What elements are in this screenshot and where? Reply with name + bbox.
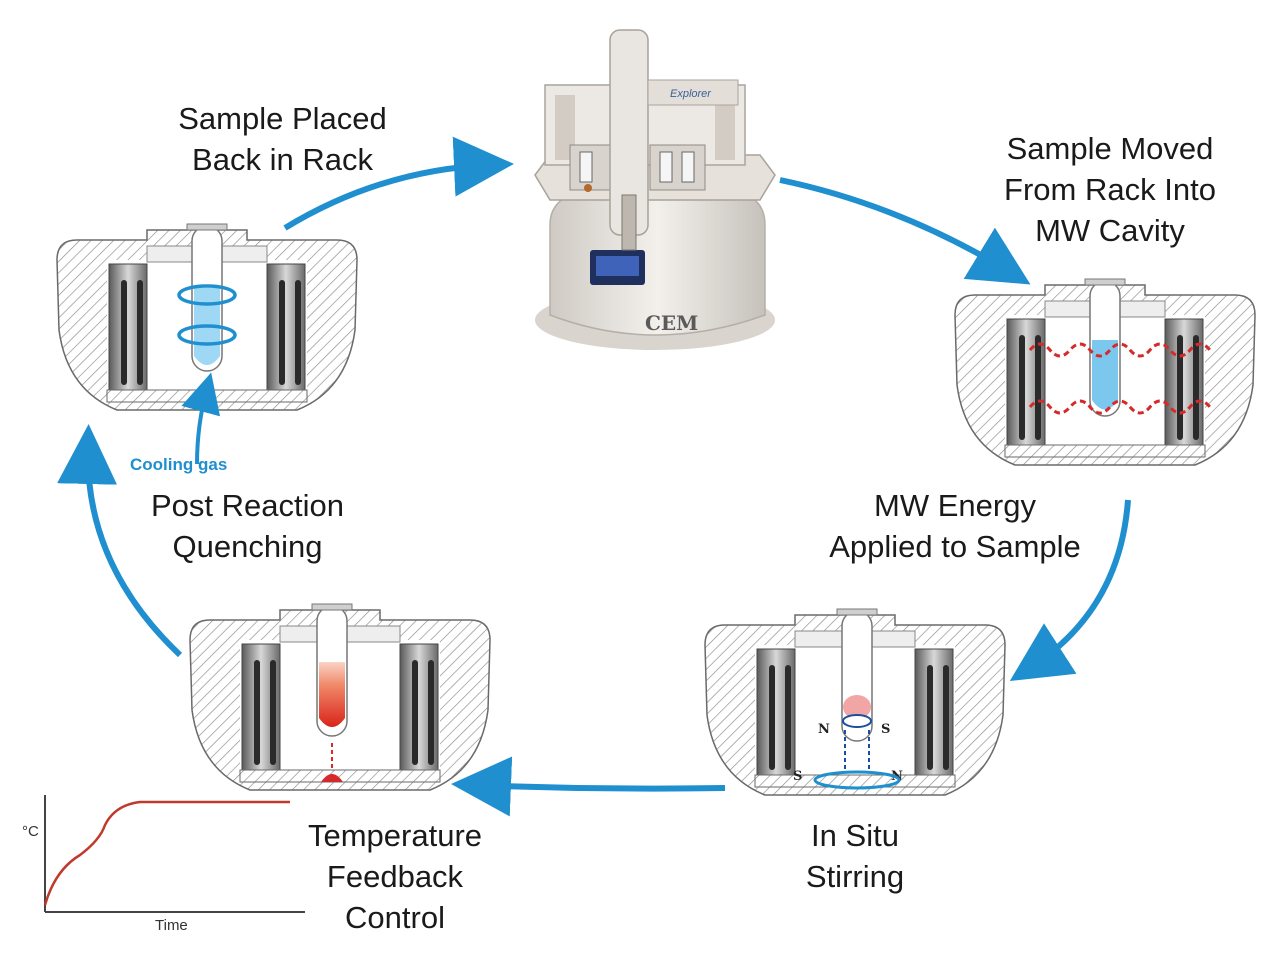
- cavity-mw-energy: [954, 278, 1256, 466]
- arrow-to-cavity: [779, 177, 1031, 285]
- temp-chart-x-label: Time: [155, 917, 188, 934]
- cycle-arrows: [57, 136, 1131, 817]
- microwave-wave-icon: [1028, 342, 1212, 415]
- arrow-to-temperature: [451, 756, 726, 817]
- arrow-to-stirring: [1009, 499, 1131, 682]
- magnet-s-bottom: S: [793, 769, 802, 784]
- cooling-gas-arrow: [181, 372, 221, 465]
- stir-rotation-icon: [813, 770, 901, 790]
- label-energy: MW Energy Applied to Sample: [829, 488, 1081, 564]
- arrow-to-quenching: [57, 424, 183, 658]
- arrow-to-instrument: [283, 136, 514, 231]
- label-temperature: Temperature Feedback Control: [307, 818, 483, 935]
- magnet-s-top: S: [881, 722, 890, 737]
- temperature-chart: °C Time: [22, 795, 305, 934]
- label-stirring: In Situ Stirring: [805, 818, 905, 894]
- temp-chart-y-label: °C: [22, 823, 39, 840]
- cooling-gas-label: Cooling gas: [130, 455, 228, 474]
- label-placed-back: Sample Placed Back in Rack: [178, 101, 387, 177]
- magnet-n-top: N: [818, 722, 830, 737]
- label-moved: Sample Moved From Rack Into MW Cavity: [1004, 131, 1216, 248]
- swirl-icon: [177, 284, 237, 346]
- ir-sensor-icon: [321, 774, 343, 782]
- instrument-brand: Explorer: [670, 88, 712, 100]
- temp-chart-curve: [43, 800, 290, 906]
- cavity-temperature: [189, 603, 491, 791]
- instrument-logo: CEM: [645, 311, 698, 335]
- label-quenching: Post Reaction Quenching: [151, 488, 344, 564]
- microwave-instrument: CEM Explorer: [534, 29, 776, 350]
- cavity-stirring: N S S N: [704, 608, 1006, 796]
- cavity-quenching: [56, 223, 358, 465]
